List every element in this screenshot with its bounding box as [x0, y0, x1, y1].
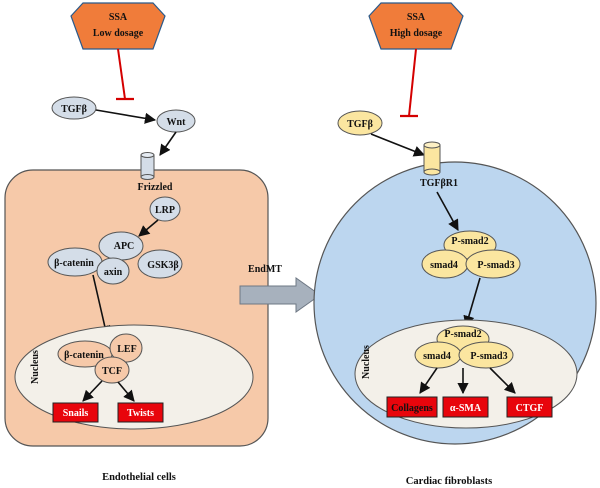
ctgf-label: CTGF [516, 403, 544, 414]
fibroblast-caption: Cardiac fibroblasts [406, 476, 492, 487]
ctgf-target: CTGF [506, 396, 553, 418]
smad-to-nucleus-arrow [463, 277, 481, 328]
high-dosage-inhibition [400, 48, 418, 118]
tgfb-node: TGFβ [51, 96, 97, 120]
nuclear-beta-catenin-label: β-catenin [64, 350, 104, 361]
lrp-to-complex-arrow [138, 219, 159, 237]
right-nucleus-label: Nucleus [361, 345, 372, 379]
collagens-label: Collagens [391, 403, 433, 414]
nuclear-smad-complex: P-smad2 smad4 P-smad3 [414, 325, 514, 369]
right-tgfb-node: TGFβ [337, 110, 383, 136]
beta-catenin-label: β-catenin [54, 258, 94, 269]
ssa-high-dosage-trigger: SSA High dosage [368, 2, 464, 50]
nuclear-smad4-label: smad4 [423, 351, 451, 362]
nuclear-p-smad3-label: P-smad3 [470, 351, 507, 362]
trigger-line2: Low dosage [93, 28, 144, 39]
p-smad3-node [465, 249, 521, 279]
tcf-label: TCF [102, 366, 122, 377]
lef-label: LEF [117, 344, 136, 355]
tgfbr1-label: TGFβR1 [420, 178, 458, 189]
smad-complex: P-smad2 smad4 P-smad3 [421, 230, 521, 279]
endmt-label: EndMT [248, 264, 282, 275]
snails-label: Snails [63, 408, 89, 419]
smad-to-ctgf-arrow [489, 367, 516, 394]
p-smad2-label: P-smad2 [451, 236, 488, 247]
tgfb-to-wnt-arrow [95, 109, 157, 124]
nuclear-p-smad3-node [458, 341, 514, 369]
destruction-complex: APC β-catenin axin GSK3β [47, 231, 183, 285]
right-trigger-line1: SSA [407, 12, 426, 23]
receptor-to-smad-arrow [436, 191, 459, 231]
wnt-node: Wnt [156, 109, 196, 133]
twists-target: Twists [117, 402, 164, 423]
tcf-to-twists-arrow [117, 381, 135, 402]
tcf-to-snails-arrow [82, 380, 103, 402]
lrp-node: LRP [149, 196, 181, 222]
tgfbr1-receptor [423, 141, 441, 176]
endmt-transition-arrow [239, 277, 321, 313]
frizzled-receptor [140, 152, 155, 180]
endothelial-caption: Endothelial cells [102, 472, 176, 483]
apc-label: APC [114, 241, 135, 252]
right-tgfb-label: TGFβ [347, 119, 373, 130]
low-dosage-inhibition [116, 48, 134, 101]
p-smad3-label: P-smad3 [477, 260, 514, 271]
right-trigger-line2: High dosage [390, 28, 443, 39]
a-sma-label: α-SMA [450, 403, 482, 414]
collagens-target: Collagens [386, 396, 438, 418]
wnt-label: Wnt [167, 117, 187, 128]
twists-label: Twists [127, 408, 154, 419]
axin-node [96, 257, 130, 285]
ssa-low-dosage-trigger: SSA Low dosage [70, 2, 166, 50]
gsk3b-node [137, 249, 183, 279]
left-nucleus-label: Nucleus [30, 350, 41, 384]
gsk3b-label: GSK3β [147, 260, 178, 271]
lrp-label: LRP [155, 205, 175, 216]
snails-target: Snails [52, 402, 99, 423]
transcription-complex: β-catenin LEF TCF [57, 333, 143, 384]
frizzled-label: Frizzled [138, 182, 173, 193]
a-sma-target: α-SMA [442, 396, 489, 418]
tcf-node [94, 356, 130, 384]
tgfb-label: TGFβ [61, 104, 87, 115]
beta-catenin-to-nucleus-arrow [92, 274, 111, 338]
trigger-line1: SSA [109, 12, 128, 23]
wnt-to-frizzled-arrow [159, 131, 177, 156]
axin-label: axin [104, 267, 123, 278]
smad4-label: smad4 [430, 260, 458, 271]
smad-to-collagens-arrow [419, 367, 438, 394]
tgfb-to-receptor-arrow [370, 133, 426, 157]
nuclear-p-smad2-label: P-smad2 [444, 329, 481, 340]
